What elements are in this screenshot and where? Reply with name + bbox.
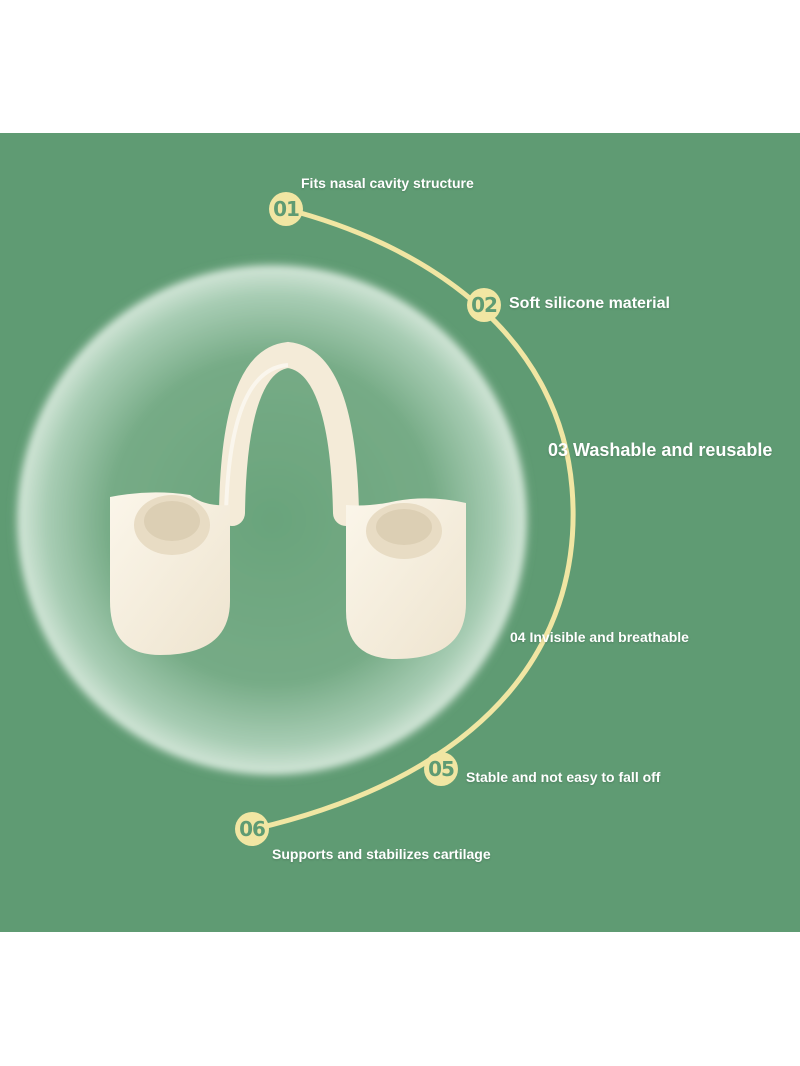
feature-label-02: Soft silicone material bbox=[509, 295, 670, 312]
product-illustration: 01 02 05 06 bbox=[10, 192, 576, 846]
svg-text:02: 02 bbox=[471, 293, 497, 317]
feature-badge-02: 02 bbox=[467, 288, 501, 322]
feature-badge-05: 05 bbox=[424, 752, 458, 786]
svg-text:06: 06 bbox=[239, 817, 265, 841]
feature-label-03: 03 Washable and reusable bbox=[548, 440, 773, 460]
feature-badge-06: 06 bbox=[235, 812, 269, 846]
feature-label-04: 04 Invisible and breathable bbox=[510, 629, 689, 645]
nose-clip-bridge bbox=[219, 341, 359, 526]
feature-label-06: Supports and stabilizes cartilage bbox=[272, 846, 491, 862]
feature-label-05: Stable and not easy to fall off bbox=[466, 769, 661, 785]
svg-text:01: 01 bbox=[273, 197, 299, 221]
nose-clip-product bbox=[110, 341, 466, 659]
feature-label-01: Fits nasal cavity structure bbox=[301, 175, 474, 191]
svg-text:05: 05 bbox=[428, 757, 454, 781]
feature-badge-01: 01 bbox=[269, 192, 303, 226]
product-feature-panel: 01 02 05 06 Fits nasal cavity structure … bbox=[0, 133, 800, 932]
